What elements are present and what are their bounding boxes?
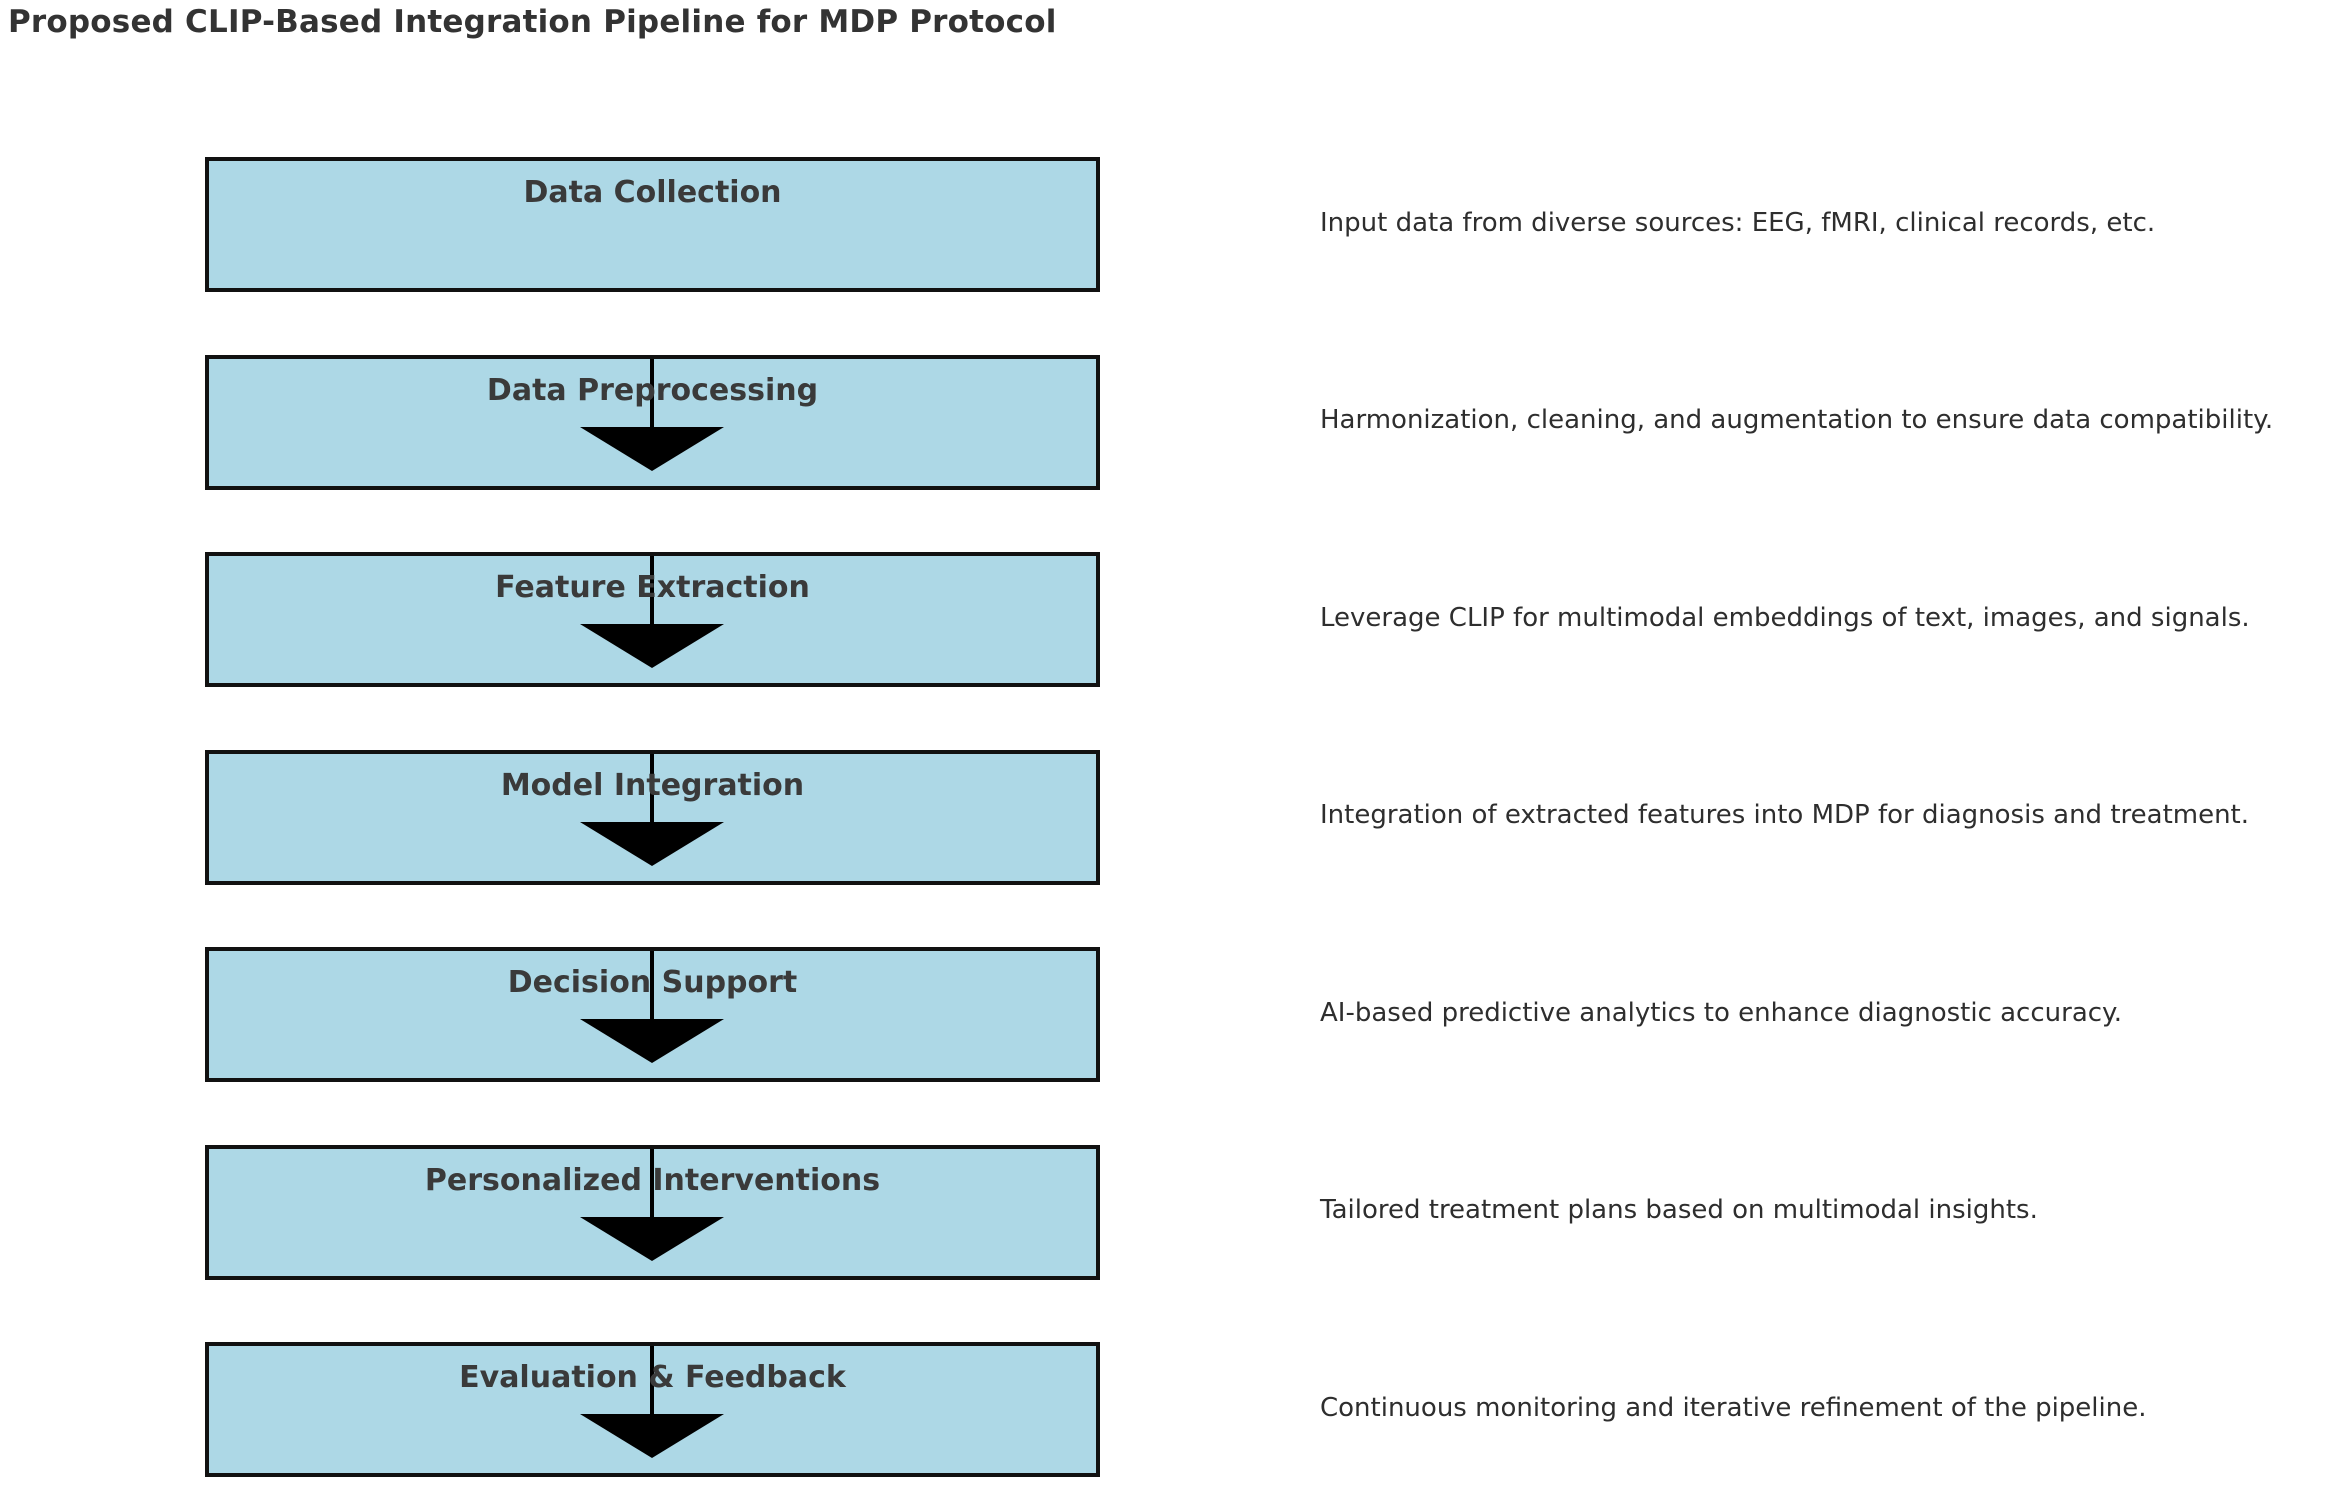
pipeline-stage-label-decision-support: Decision Support [507, 965, 798, 1000]
pipeline-description-feature-extraction: Leverage CLIP for multimodal embeddings … [1320, 602, 2250, 633]
pipeline-description-model-integration: Integration of extracted features into M… [1320, 800, 2250, 830]
pipeline-stage-label-feature-extraction: Feature Extraction [495, 570, 810, 605]
pipeline-description-evaluation-feedback: Continuous monitoring and iterative refi… [1320, 1392, 2147, 1423]
page-title: Proposed CLIP-Based Integration Pipeline… [8, 4, 1057, 40]
pipeline-stage-label-data-preprocessing: Data Preprocessing [486, 372, 819, 408]
pipeline-stage-label-evaluation-feedback: Evaluation & Feedback [459, 1360, 846, 1395]
pipeline-stage-data-preprocessing[interactable]: Data Preprocessing [205, 354, 1100, 490]
pipeline-description-data-collection: Input data from diverse sources: EEG, fM… [1320, 207, 2156, 238]
pipeline-stage-label-model-integration: Model Integration [500, 767, 805, 803]
pipeline-stage-decision-support[interactable]: Decision Support [205, 947, 1100, 1082]
pipeline-stage-feature-extraction[interactable]: Feature Extraction [205, 552, 1100, 687]
pipeline-stage-personalized-interventions[interactable]: Personalized Interventions [205, 1144, 1100, 1280]
pipeline-stage-evaluation-feedback[interactable]: Evaluation & Feedback [205, 1342, 1100, 1477]
pipeline-stage-data-collection[interactable]: Data Collection [205, 157, 1100, 292]
pipeline-stage-label-personalized-interventions: Personalized Interventions [424, 1162, 881, 1198]
pipeline-description-data-preprocessing: Harmonization, cleaning, and augmentatio… [1320, 405, 2274, 435]
pipeline-description-personalized-interventions: Tailored treatment plans based on multim… [1320, 1195, 2038, 1225]
pipeline-stage-label-data-collection: Data Collection [523, 175, 782, 210]
pipeline-stage-model-integration[interactable]: Model Integration [205, 749, 1100, 885]
pipeline-description-decision-support: AI-based predictive analytics to enhance… [1320, 997, 2122, 1028]
